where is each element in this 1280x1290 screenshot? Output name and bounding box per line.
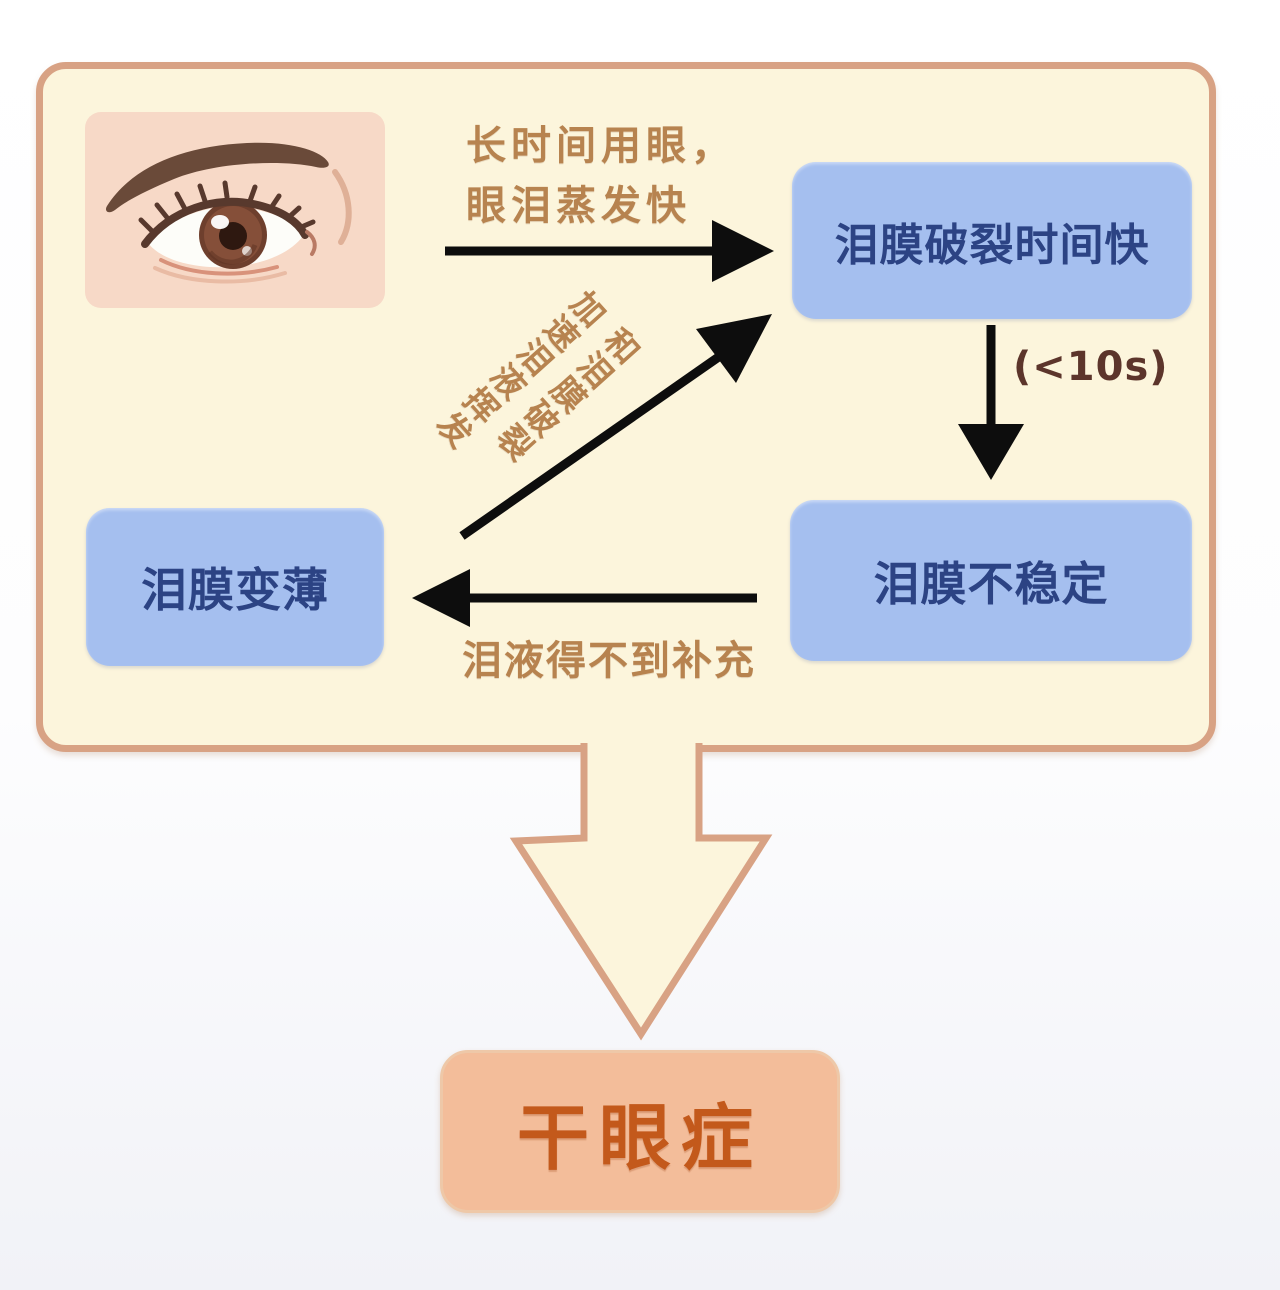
iris-shading: [208, 244, 258, 265]
eyebrow-shape: [105, 142, 329, 213]
outer-corner-line: [305, 230, 317, 256]
lower-lid-crease: [153, 266, 287, 284]
not-replenished-label: 泪液得不到补充: [462, 638, 756, 684]
trigger-caption: 长时间用眼， 眼泪蒸发快: [466, 116, 796, 236]
big-hollow-down-arrow-icon: [509, 743, 773, 1041]
node-tear-film-thinning: 泪膜变薄: [86, 508, 384, 666]
pupil: [219, 222, 247, 250]
eyelashes: [138, 180, 316, 237]
face-contour-line: [332, 169, 352, 245]
node-tear-film-breakup-time: 泪膜破裂时间快: [792, 162, 1192, 319]
eye-illustration: [85, 112, 385, 308]
eye-illustration-svg: [105, 142, 352, 284]
lower-lid-line: [159, 258, 279, 276]
node-tear-film-unstable: 泪膜不稳定: [790, 500, 1192, 661]
iris-highlight-large: [211, 215, 229, 229]
trigger-caption-line1: 长时间用眼，: [466, 123, 736, 169]
trigger-caption-line2: 眼泪蒸发快: [466, 183, 691, 229]
node-dry-eye: 干眼症: [440, 1050, 840, 1213]
duration-label: (<10s): [1013, 344, 1169, 390]
